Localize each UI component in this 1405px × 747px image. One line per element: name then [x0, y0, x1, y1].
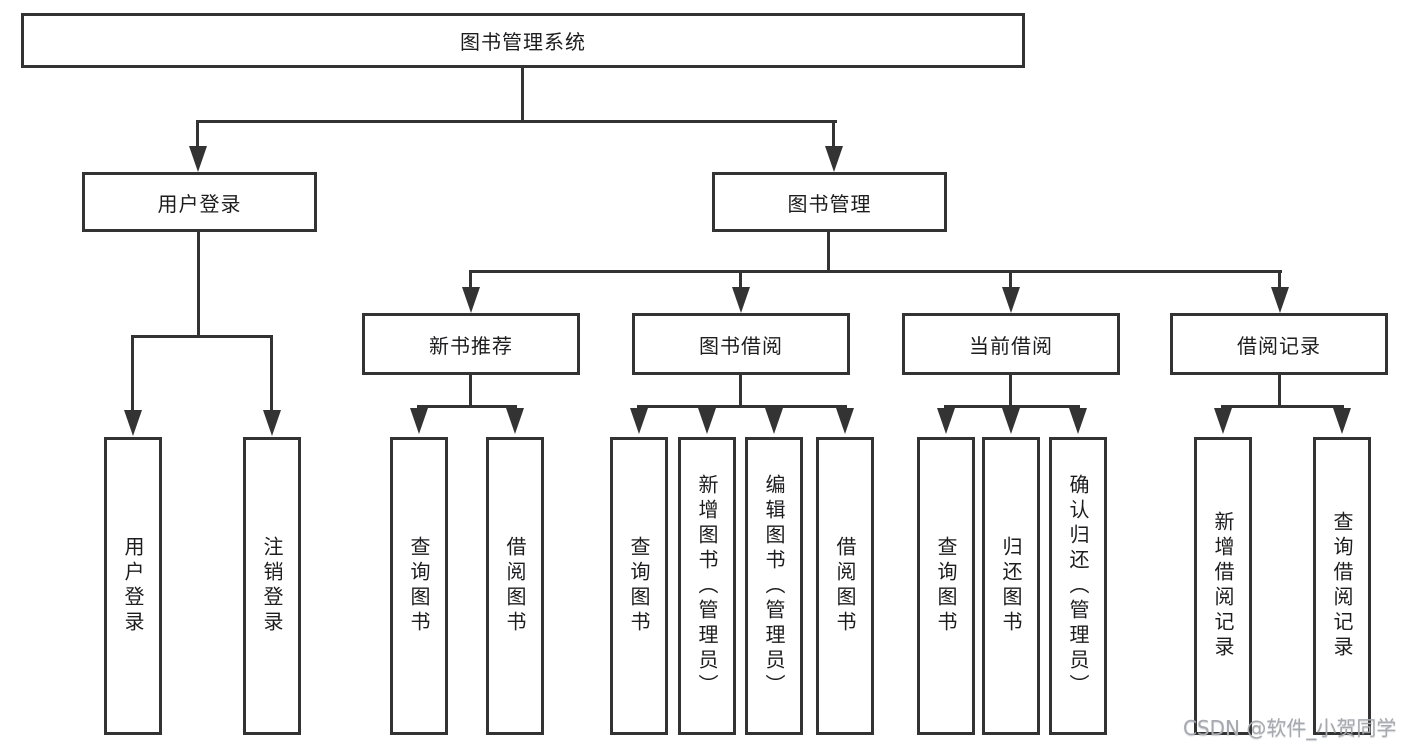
arrow-down-icon — [937, 408, 955, 434]
connector-current-crossbar — [944, 405, 1080, 408]
leaf-logout-label: 注销登录 — [260, 536, 284, 636]
leaf-query-books-borrowing: 查询图书 — [610, 437, 668, 735]
node-borrowing-records: 借阅记录 — [1170, 313, 1388, 375]
connector-records-crossbar — [1221, 405, 1344, 408]
node-borrowing-records-label: 借阅记录 — [1237, 333, 1321, 358]
arrow-down-icon — [1333, 408, 1351, 434]
arrow-down-icon — [732, 287, 750, 313]
leaf-borrow-books-recommend: 借阅图书 — [486, 437, 544, 735]
connector-newbook-crossbar — [417, 405, 517, 408]
leaf-return-books-label: 归还图书 — [999, 536, 1023, 636]
node-book-management: 图书管理 — [712, 172, 947, 232]
leaf-user-login: 用户登录 — [104, 437, 162, 735]
leaf-borrow-books-label: 借阅图书 — [833, 536, 857, 636]
arrow-down-icon — [124, 410, 142, 436]
node-current-borrowing: 当前借阅 — [902, 313, 1120, 375]
node-user-login-label: 用户登录 — [157, 191, 242, 216]
leaf-borrow-books: 借阅图书 — [816, 437, 874, 735]
node-new-book-recommend-label: 新书推荐 — [429, 333, 513, 358]
connector-book-mgmt-drop-2 — [739, 270, 742, 290]
csdn-watermark: CSDN @软件_小贺同学 — [1183, 716, 1397, 740]
connector-borrowing-crossbar — [637, 405, 847, 408]
leaf-add-borrow-record: 新增借阅记录 — [1194, 437, 1252, 735]
arrow-down-icon — [410, 408, 428, 434]
node-book-management-label: 图书管理 — [787, 191, 872, 216]
connector-book-mgmt-drop-3 — [1009, 270, 1012, 290]
connector-user-login-left-drop — [131, 335, 134, 413]
connector-root-right-drop — [832, 120, 835, 150]
connector-book-mgmt-stem — [827, 232, 830, 273]
leaf-edit-books-admin-label: 编辑图书（管理员） — [762, 473, 786, 699]
connector-root-crossbar — [196, 120, 837, 123]
node-new-book-recommend: 新书推荐 — [362, 313, 580, 375]
leaf-add-books-admin: 新增图书（管理员） — [678, 437, 736, 735]
leaf-query-books-current: 查询图书 — [917, 437, 975, 735]
connector-user-login-stem — [197, 232, 200, 338]
leaf-query-books-borrowing-label: 查询图书 — [627, 536, 651, 636]
leaf-query-books-recommend-label: 查询图书 — [407, 536, 431, 636]
connector-root-left-drop — [196, 120, 199, 150]
leaf-query-books-current-label: 查询图书 — [934, 536, 958, 636]
node-current-borrowing-label: 当前借阅 — [969, 333, 1053, 358]
arrow-down-icon — [1214, 408, 1232, 434]
leaf-user-login-label: 用户登录 — [121, 536, 145, 636]
node-book-borrowing-label: 图书借阅 — [699, 333, 783, 358]
leaf-query-books-recommend: 查询图书 — [390, 437, 448, 735]
arrow-down-icon — [506, 408, 524, 434]
node-user-login: 用户登录 — [82, 172, 317, 232]
connector-current-stem — [1009, 375, 1012, 408]
arrow-down-icon — [1002, 287, 1020, 313]
leaf-confirm-return-admin-label: 确认归还（管理员） — [1066, 473, 1090, 699]
leaf-add-books-admin-label: 新增图书（管理员） — [695, 473, 719, 699]
leaf-confirm-return-admin: 确认归还（管理员） — [1049, 437, 1107, 735]
node-root-label: 图书管理系统 — [460, 30, 586, 54]
connector-user-login-crossbar — [131, 335, 273, 338]
connector-book-mgmt-drop-1 — [469, 270, 472, 290]
arrow-down-icon — [462, 287, 480, 313]
connector-book-mgmt-crossbar — [469, 270, 1282, 273]
arrow-down-icon — [189, 146, 207, 172]
connector-user-login-right-drop — [270, 335, 273, 413]
leaf-add-borrow-record-label: 新增借阅记录 — [1211, 511, 1235, 661]
node-book-borrowing: 图书借阅 — [632, 313, 850, 375]
arrow-down-icon — [1002, 408, 1020, 434]
leaf-logout: 注销登录 — [243, 437, 301, 735]
leaf-query-borrow-record-label: 查询借阅记录 — [1330, 511, 1354, 661]
connector-book-mgmt-drop-4 — [1278, 270, 1281, 290]
arrow-down-icon — [263, 410, 281, 436]
connector-borrowing-stem — [739, 375, 742, 408]
arrow-down-icon — [1069, 408, 1087, 434]
arrow-down-icon — [765, 408, 783, 434]
arrow-down-icon — [1271, 287, 1289, 313]
arrow-down-icon — [698, 408, 716, 434]
arrow-down-icon — [630, 408, 648, 434]
leaf-edit-books-admin: 编辑图书（管理员） — [745, 437, 803, 735]
connector-root-stem — [521, 68, 524, 121]
leaf-return-books: 归还图书 — [982, 437, 1040, 735]
leaf-borrow-books-recommend-label: 借阅图书 — [503, 536, 527, 636]
connector-records-stem — [1278, 375, 1281, 408]
arrow-down-icon — [836, 408, 854, 434]
leaf-query-borrow-record: 查询借阅记录 — [1313, 437, 1371, 735]
arrow-down-icon — [825, 146, 843, 172]
node-root: 图书管理系统 — [21, 13, 1025, 68]
connector-newbook-stem — [469, 375, 472, 408]
